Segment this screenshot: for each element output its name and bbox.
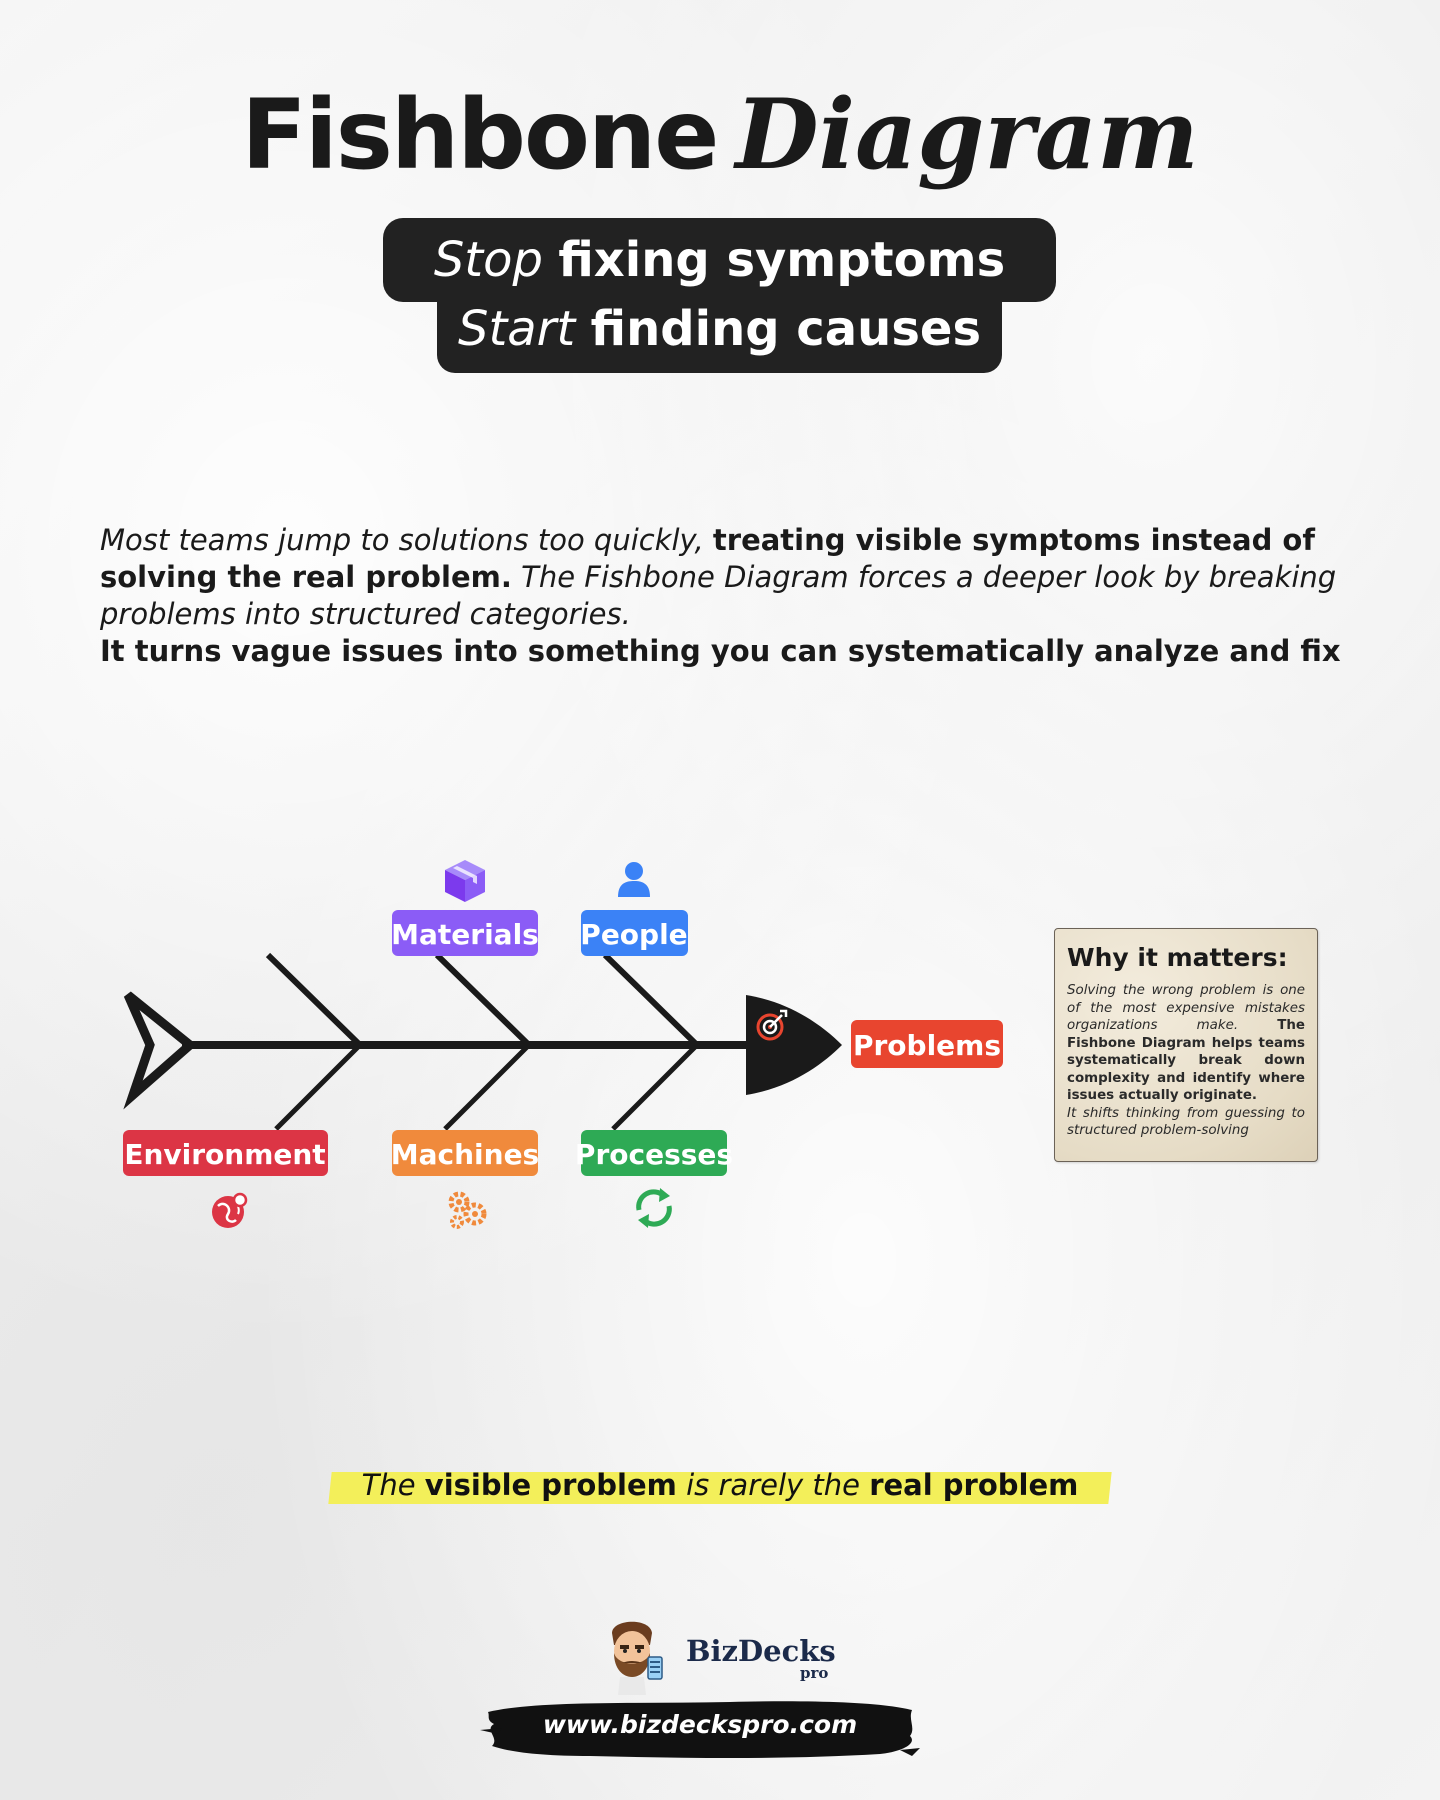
brand-sub: pro: [800, 1664, 829, 1682]
why-italic-b: It shifts thinking from guessing to stru…: [1067, 1105, 1305, 1139]
subtitle-line1: Stop fixing symptoms: [383, 218, 1056, 302]
people-badge: [581, 910, 688, 956]
machines-badge: [392, 1130, 538, 1176]
subtitle-line2-italic: Start: [457, 301, 576, 357]
bone-top-2: [434, 952, 532, 1048]
bone-bottom-1: [274, 1043, 362, 1131]
website-link[interactable]: www.bizdeckspro.com: [542, 1710, 858, 1739]
subtitle-line1-bold: fixing symptoms: [558, 232, 1006, 288]
processes-label: Processes: [575, 1138, 733, 1171]
materials-badge: [392, 910, 538, 956]
intro-italic-a: Most teams jump to solutions too quickly…: [100, 523, 704, 557]
key-message-part1: The: [361, 1468, 416, 1502]
intro-paragraph: Most teams jump to solutions too quickly…: [100, 522, 1360, 670]
intro-bold-b: It turns vague issues into something you…: [100, 634, 1341, 668]
why-it-matters-box: Why it matters: Solving the wrong proble…: [1054, 928, 1318, 1162]
fish-tail: [123, 991, 197, 1110]
people-label: People: [580, 918, 687, 951]
key-message: The visible problem is rarely the real p…: [328, 1468, 1112, 1504]
why-body: Solving the wrong problem is one of the …: [1067, 982, 1305, 1140]
brand-logo: [612, 1621, 663, 1695]
title-accent: Diagram: [735, 78, 1199, 191]
materials-label: Materials: [391, 918, 539, 951]
footer-brush-stroke: [480, 1701, 920, 1758]
why-italic-a: Solving the wrong problem is one of the …: [1067, 983, 1305, 1033]
why-title: Why it matters:: [1067, 943, 1288, 972]
category-materials: Materials: [391, 910, 539, 956]
bone-top-1: [265, 952, 363, 1048]
intro-italic-b: The Fishbone Diagram forces a deeper loo…: [100, 560, 1337, 631]
gears-icon: [448, 1191, 487, 1229]
key-message-part4: real problem: [869, 1468, 1079, 1502]
person-icon: [618, 862, 650, 897]
subtitle-line2-bold: finding causes: [590, 301, 982, 357]
environment-badge: [123, 1130, 328, 1176]
category-processes: Processes: [575, 1130, 733, 1176]
machines-label: Machines: [391, 1138, 539, 1171]
category-environment: Environment: [123, 1130, 328, 1176]
fishbone-diagram: Materials People Environment Machines Pr…: [123, 860, 1003, 1229]
globe-icon: [212, 1192, 248, 1228]
problems-node: Problems: [851, 1020, 1003, 1068]
subtitle-line1-italic: Stop: [433, 232, 543, 288]
category-people: People: [580, 910, 688, 956]
environment-label: Environment: [124, 1138, 325, 1171]
why-bold: The Fishbone Diagram helps teams systema…: [1067, 1018, 1305, 1103]
key-message-part3: is rarely the: [686, 1468, 860, 1502]
brand-name: BizDecks: [686, 1634, 836, 1668]
problems-badge: [851, 1020, 1003, 1068]
bone-bottom-2: [443, 1043, 531, 1131]
mascot-icon: [612, 1621, 663, 1695]
intro-bold-a: treating visible symptoms instead of sol…: [100, 523, 1315, 594]
key-message-text: The visible problem is rarely the real p…: [330, 1468, 1110, 1502]
problems-label: Problems: [853, 1029, 1001, 1062]
fish-head: [746, 995, 842, 1095]
cycle-icon: [636, 1188, 672, 1228]
target-icon: [756, 1009, 788, 1041]
category-machines: Machines: [391, 1130, 539, 1176]
processes-badge: [581, 1130, 727, 1176]
bone-bottom-3: [611, 1043, 699, 1131]
title-main: Fishbone: [241, 79, 719, 191]
key-message-part2: visible problem: [424, 1468, 677, 1502]
bone-top-3: [602, 952, 700, 1048]
box-icon: [445, 860, 485, 902]
